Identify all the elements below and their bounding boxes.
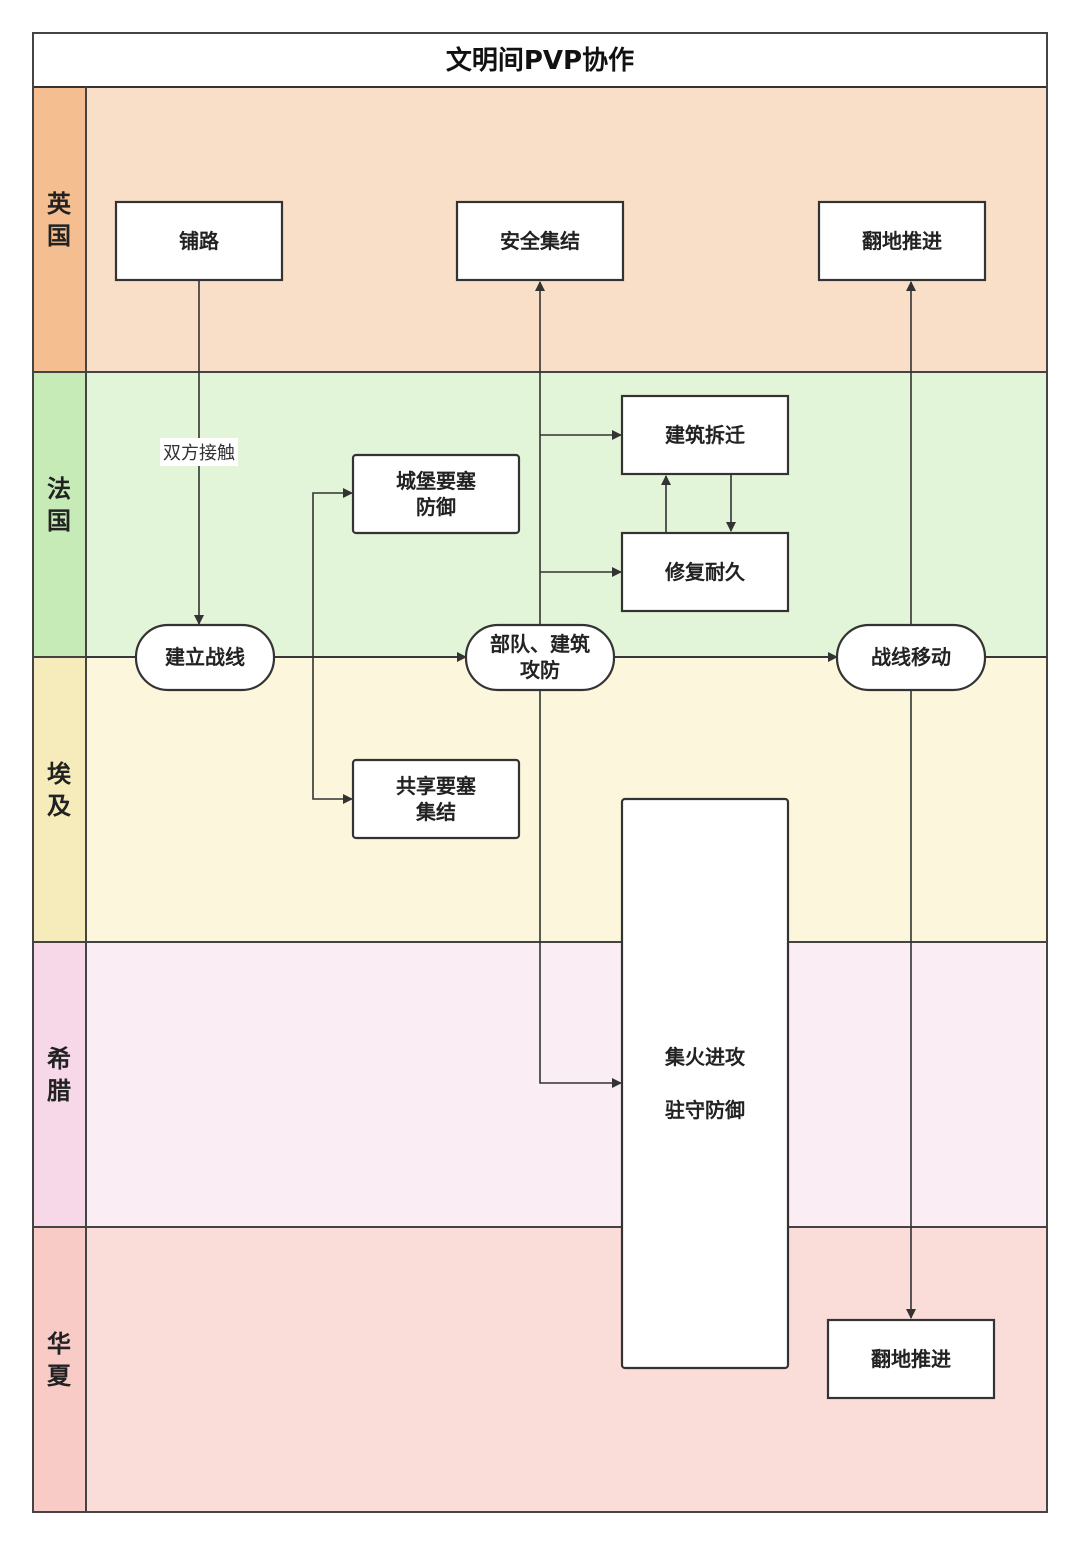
edge-to-shared-gather [312,657,353,804]
node-safe-gather-label: 安全集结 [500,229,580,253]
node-troop-attack [464,623,616,692]
title-bar [32,32,1048,88]
node-shared-gather-label-1: 共享要塞 [396,774,477,798]
edge-to-focus-attack [539,690,622,1088]
node-castle-defense-label-2: 防御 [416,495,456,519]
node-push-top-label: 翻地推进 [862,229,942,253]
edge-to-castle-defense [312,488,353,657]
lane-label-france: 法国 [47,475,71,535]
node-safe-gather [455,200,625,282]
node-push-top [817,200,987,282]
lane-bg-egypt [86,657,1047,942]
node-troop-attack-label-2: 攻防 [520,658,560,682]
lane-label-bg-egypt [33,657,86,942]
outer-border [32,32,1048,1513]
node-shared-gather [351,758,521,840]
lane-label-greece: 希腊 [46,1045,71,1105]
lane-label-china: 华夏 [47,1330,72,1390]
node-line-move-label: 战线移动 [871,645,951,669]
node-build-line-label: 建立战线 [165,645,245,669]
node-road-label: 铺路 [179,229,220,253]
node-garrison-defense-label: 驻守防御 [665,1098,745,1122]
lane-label-bg-england [33,87,86,372]
node-focus-attack-label: 集火进攻 [664,1045,746,1069]
node-demolish-label: 建筑拆迁 [665,423,745,447]
lane-label-bg-greece [33,942,86,1227]
node-line-move [835,623,987,692]
node-repair-label: 修复耐久 [664,560,746,584]
lane-label-bg-china [33,1227,86,1512]
node-build-line [134,623,276,692]
lane-label-bg-france [33,372,86,657]
lane-label-egypt: 埃及 [47,760,72,820]
node-demolish [620,394,790,476]
node-focus-garrison [620,797,790,1370]
node-castle-defense-label-1: 城堡要塞 [396,469,477,493]
node-repair [620,531,790,613]
node-castle-defense [351,453,521,535]
node-road [114,200,284,282]
edge-label-contact: 双方接触 [163,443,235,464]
node-push-bottom-label: 翻地推进 [871,1347,951,1371]
lane-bg-france [86,372,1047,657]
lane-label-england: 英国 [47,190,72,250]
lane-bg-greece [86,942,1047,1227]
node-troop-attack-label-1: 部队、建筑 [490,632,590,656]
node-push-bottom [826,1318,996,1400]
edge-label-bg [160,438,238,466]
diagram-title: 文明间PVP协作 [446,45,634,76]
node-shared-gather-label-2: 集结 [415,800,456,824]
